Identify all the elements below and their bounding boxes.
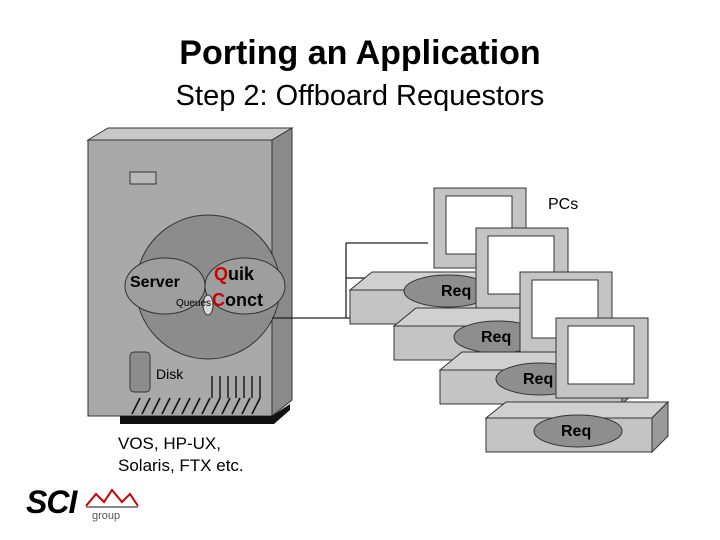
- pc-4: [484, 317, 670, 454]
- logo-mountains: [85, 488, 139, 507]
- server-cables: [131, 397, 261, 415]
- req-label-3: Req: [523, 371, 554, 388]
- platforms-line-2: Solaris, FTX etc.: [118, 456, 244, 475]
- server-label: Server: [130, 274, 180, 291]
- drive-slot: [129, 171, 157, 185]
- quikconct-process-oval: [204, 257, 286, 315]
- req-label-1: Req: [441, 283, 472, 300]
- logo-subtext: group: [92, 510, 121, 522]
- slide-title: Porting an Application: [179, 34, 541, 72]
- req-label-2: Req: [481, 329, 512, 346]
- conct-label: Conct: [212, 290, 263, 311]
- slide-subtitle: Step 2: Offboard Requestors: [175, 80, 545, 112]
- pcs-label: PCs: [548, 196, 579, 213]
- queue-connector: [202, 294, 214, 316]
- disk-drive: [129, 351, 151, 393]
- req-label-4: Req: [561, 423, 592, 440]
- quik-rest: uik: [228, 264, 255, 284]
- req-oval-4: [533, 414, 623, 448]
- server-tower: [86, 127, 294, 424]
- queues-label: Queues: [176, 298, 212, 309]
- disk-label: Disk: [156, 366, 184, 382]
- logo-underline: [86, 506, 138, 508]
- conct-c: C: [212, 290, 225, 310]
- server-vents: [211, 376, 261, 398]
- logo-text: SCI: [26, 484, 77, 520]
- quik-label: Quik: [214, 264, 254, 285]
- conct-rest: onct: [225, 290, 263, 310]
- quik-q: Q: [214, 264, 229, 284]
- platforms-line-1: VOS, HP-UX,: [118, 434, 221, 453]
